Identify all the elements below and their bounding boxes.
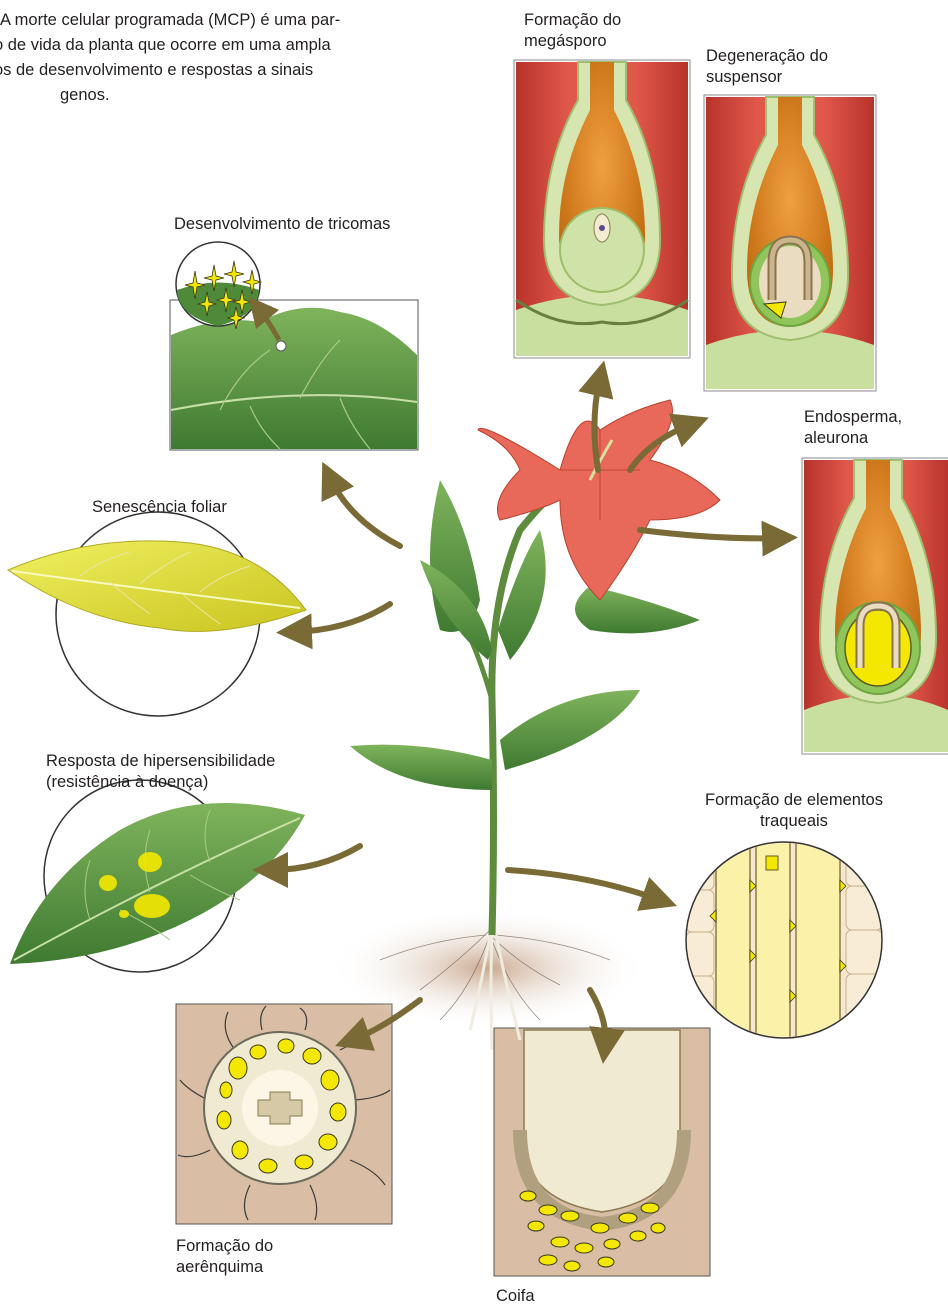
senescence-leaf-circle xyxy=(8,512,306,716)
plant-illustration xyxy=(328,400,720,1050)
ovule-panel-megaspore xyxy=(514,60,690,358)
label-suspensor: Degeneração do suspensor xyxy=(706,46,828,88)
label-megaspore: Formação do megásporo xyxy=(524,10,621,52)
ovule-panel-endosperm xyxy=(802,458,948,754)
label-trichomes: Desenvolvimento de tricomas xyxy=(174,214,390,235)
label-tracheary: Formação de elementos traqueais xyxy=(676,790,912,832)
ovule-panel-suspensor xyxy=(704,95,876,391)
root-cap-panel xyxy=(494,1028,710,1276)
label-root-cap: Coifa xyxy=(496,1286,535,1307)
label-leaf-senescence: Senescência foliar xyxy=(92,497,227,518)
tracheary-circle xyxy=(686,840,882,1052)
label-aerenchyma: Formação do aerênquima xyxy=(176,1236,273,1278)
trichome-leaf-panel xyxy=(170,242,418,450)
label-hypersensitive: Resposta de hipersensibilidade (resistên… xyxy=(46,751,275,793)
hypersensitive-leaf-circle xyxy=(10,780,305,972)
label-endosperm: Endosperma, aleurona xyxy=(804,407,902,449)
